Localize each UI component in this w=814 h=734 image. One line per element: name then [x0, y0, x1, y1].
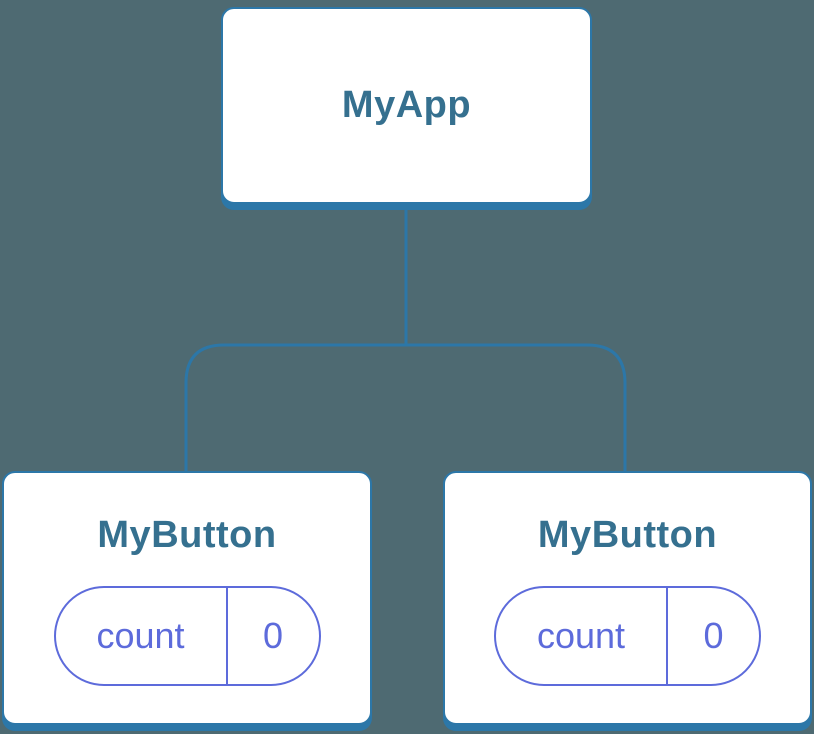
tree-node-child-left: MyButton count 0 [2, 471, 372, 725]
state-pill: count 0 [494, 585, 761, 686]
state-key-cell: count [496, 588, 666, 684]
node-label: MyButton [97, 514, 277, 556]
state-key-cell: count [56, 588, 226, 684]
state-value-cell: 0 [225, 587, 319, 684]
state-value-label: 0 [262, 614, 284, 656]
state-key-label: count [96, 614, 185, 656]
state-key-label: count [536, 614, 626, 656]
tree-node-child-right: MyButton count 0 [443, 471, 812, 725]
state-value-cell: 0 [666, 587, 759, 684]
tree-node-root: MyApp [221, 7, 592, 204]
state-value-label: 0 [703, 614, 724, 656]
connector-children-bracket [184, 343, 627, 474]
node-label: MyButton [537, 514, 718, 556]
node-label: MyApp [341, 83, 472, 126]
state-pill: count 0 [53, 585, 321, 686]
